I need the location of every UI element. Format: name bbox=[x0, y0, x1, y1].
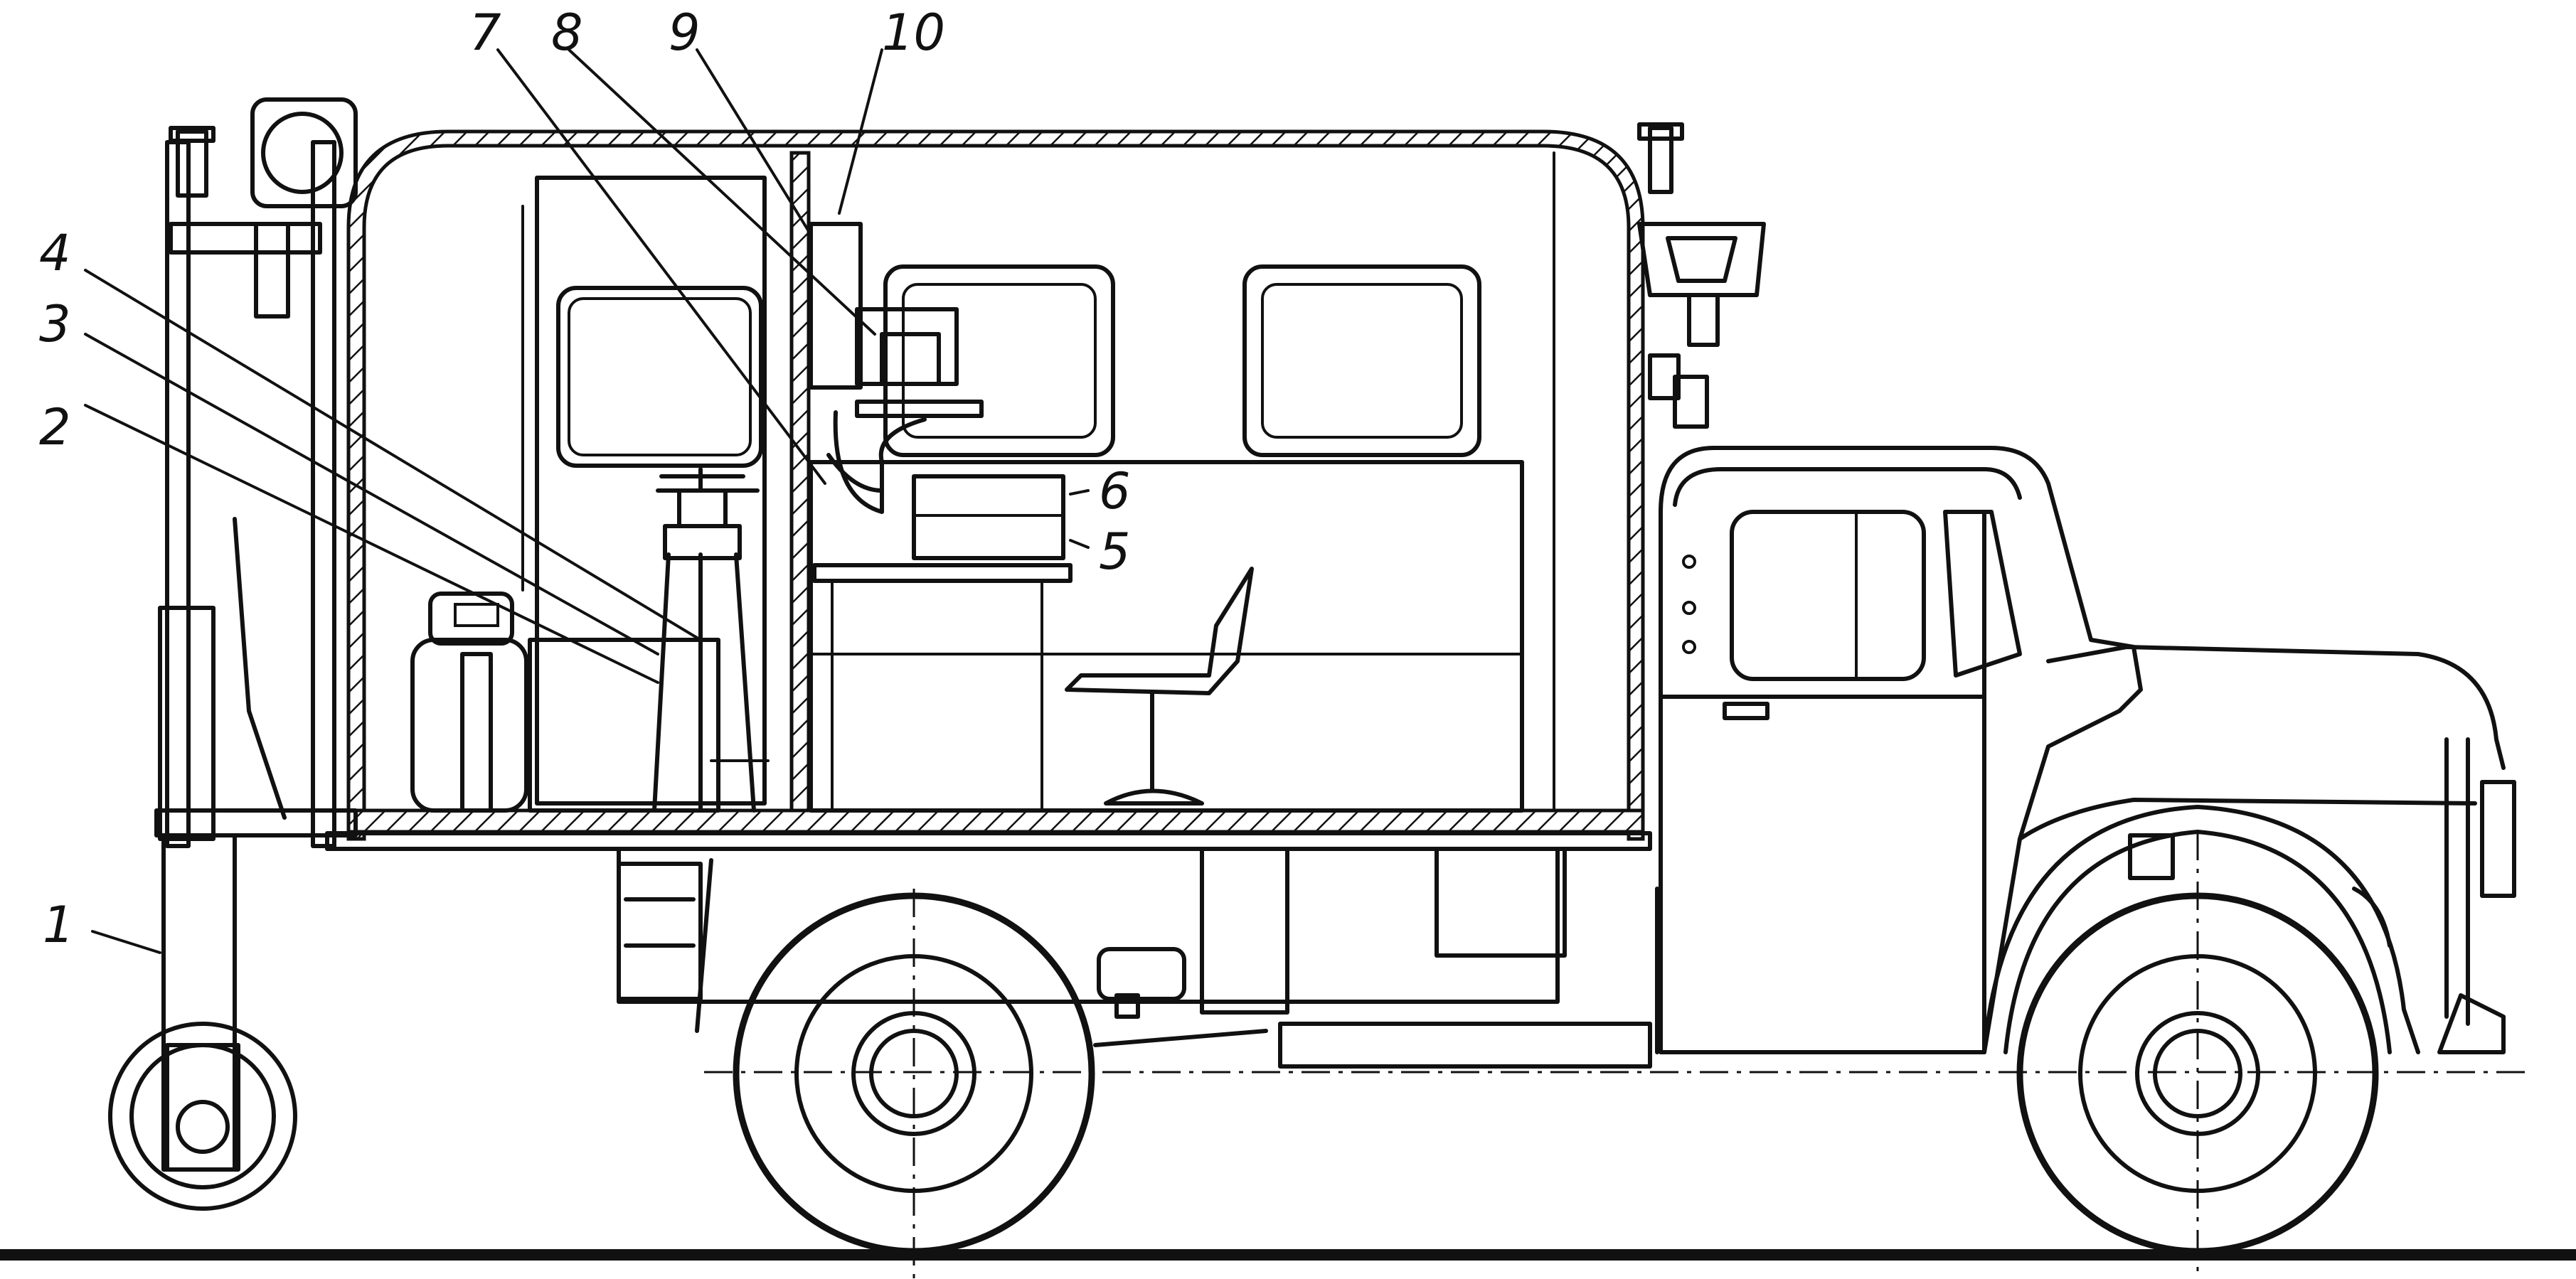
chassis-frame bbox=[617, 847, 1659, 1069]
callout-3: 3 bbox=[39, 295, 71, 353]
instrument-block bbox=[912, 474, 1065, 560]
callout-labels: 1 2 3 4 5 6 7 8 9 10 bbox=[39, 4, 1131, 954]
partition-apparatus bbox=[809, 222, 984, 514]
tripod-stand bbox=[652, 467, 770, 813]
truck-hood bbox=[1982, 645, 2516, 1054]
work-bench bbox=[809, 460, 1524, 813]
roof-searchlight bbox=[1637, 122, 1766, 429]
axle-centerlines bbox=[704, 832, 2525, 1279]
rear-mast bbox=[154, 97, 358, 848]
gas-cylinder bbox=[410, 592, 720, 813]
rear-door bbox=[521, 176, 767, 806]
side-window-1 bbox=[883, 264, 1115, 457]
callout-5: 5 bbox=[1099, 523, 1131, 581]
side-window-2 bbox=[1242, 264, 1481, 457]
callout-10: 10 bbox=[882, 4, 945, 62]
callout-7: 7 bbox=[469, 4, 501, 62]
lab-chair bbox=[1065, 567, 1254, 806]
callout-8: 8 bbox=[551, 4, 583, 62]
rear-wheel bbox=[733, 892, 1095, 1255]
leader-lines bbox=[84, 48, 1090, 954]
callout-9: 9 bbox=[669, 4, 701, 62]
front-wheel bbox=[2016, 892, 2379, 1255]
truck-cab bbox=[1659, 446, 2143, 1054]
callout-4: 4 bbox=[39, 224, 71, 282]
callout-6: 6 bbox=[1099, 462, 1131, 520]
callout-2: 2 bbox=[39, 398, 71, 456]
support-wheel bbox=[108, 833, 297, 1211]
callout-1: 1 bbox=[43, 896, 75, 954]
